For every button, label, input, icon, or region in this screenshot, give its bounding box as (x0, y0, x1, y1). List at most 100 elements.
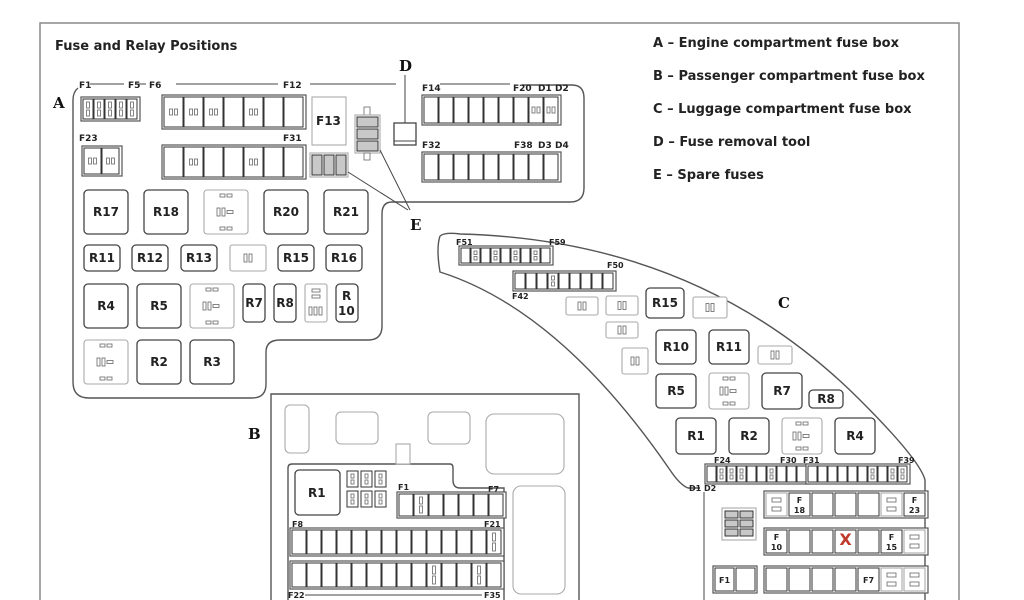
fuse-pin (719, 474, 724, 480)
a-f6-f12-cell (283, 96, 304, 128)
relay-a-r4-label: R4 (97, 299, 115, 313)
c-f24-f30-cell (766, 465, 777, 483)
a-f1-f5-cell (82, 98, 94, 120)
c-f51-f59-cell (460, 247, 471, 264)
pin (378, 499, 383, 505)
b-f1-f7-cell (428, 493, 444, 517)
socket-pin (212, 320, 219, 325)
b-f22-f35-cell (306, 562, 322, 588)
fuse-pin (493, 250, 498, 255)
label-c-d1d2: D1 D2 (689, 484, 716, 493)
relay-a-r4 (83, 283, 129, 329)
relay-a-r11-label: R11 (89, 251, 115, 265)
fuse-pin (86, 109, 90, 117)
relay-a-socket-3 (189, 283, 235, 329)
label-f31: F31 (283, 134, 302, 144)
relay-c-r15 (645, 287, 685, 319)
c-lower-cell (857, 567, 880, 592)
b-f8-f21-cell (471, 529, 487, 555)
socket-pin (795, 421, 802, 426)
a-f14-d2-cell (453, 96, 469, 124)
c-lower-cell (834, 567, 857, 592)
c-f31-f39-cell (897, 465, 908, 483)
relay-a-r20-label: R20 (273, 205, 299, 219)
c-f31-f39-cell (817, 465, 828, 483)
c-socket-3 (692, 296, 728, 319)
socket-pin (106, 376, 113, 381)
socket-pin (802, 434, 810, 438)
relay-c-r5 (655, 373, 697, 409)
fuse-pin (189, 108, 193, 116)
pin (617, 301, 622, 310)
spare-fuses-vertical (354, 106, 381, 161)
box-a-fuse-groups (80, 94, 307, 180)
pin (364, 493, 369, 499)
c-socket-6 (757, 345, 793, 365)
c-f24-f30-cell (796, 465, 807, 483)
label-d3: D3 (538, 141, 552, 151)
fuse-box-b: B R1 F1 F7 F8 F21 F22 F35 (248, 393, 580, 600)
legend-item-a: A – Engine compartment fuse box (653, 36, 900, 51)
relay-c-r1-label: R1 (687, 429, 705, 443)
c-f31-f39-cell (837, 465, 848, 483)
a-f6-f12-cell (243, 96, 264, 128)
socket-pin (99, 343, 106, 348)
c-f51-f59-cell (480, 247, 491, 264)
relay-a-r7-label: R7 (245, 296, 263, 310)
b-f8-f21-cell (366, 529, 382, 555)
c-fuse-f15-bottom: 15 (886, 543, 898, 552)
relay-a-r21-label: R21 (333, 205, 359, 219)
a-f23-cell (101, 147, 120, 175)
a-f14-d2-cell (543, 96, 559, 124)
c-f42-f50-cell (580, 272, 592, 290)
fuse-pin (900, 474, 905, 480)
c-spare-fuse (724, 528, 739, 537)
socket-pin (226, 193, 233, 198)
c-fuse-f10-top: F (774, 533, 779, 542)
pin (378, 473, 383, 479)
fuse-f13 (311, 96, 347, 146)
fuse-pin (189, 158, 193, 166)
c-f51-f59-cell (470, 247, 481, 264)
b-f22-f35-cell (471, 562, 487, 588)
c-fuse-f23-bottom: 23 (909, 506, 920, 515)
c-lower-cell (788, 567, 811, 592)
fuse-pin (249, 108, 253, 116)
b-f1-f7-cell (473, 493, 489, 517)
socket-pin (226, 226, 233, 231)
fuse-pin (249, 158, 253, 166)
page-title: Fuse and Relay Positions (55, 39, 238, 54)
a-f24-f31-cell (223, 146, 244, 178)
relay-a-r18 (143, 189, 189, 235)
c-f51-f59-cell (500, 247, 511, 264)
b-f1-f7-cell (443, 493, 459, 517)
c-lower-cell (880, 492, 903, 517)
pin (243, 253, 248, 263)
pin (771, 506, 782, 512)
c-lower-cell (811, 567, 834, 592)
b-f1-f7-cell (413, 493, 429, 517)
pin (705, 303, 710, 312)
b-f1-f7-cell (398, 493, 414, 517)
fuse-pin (477, 575, 481, 585)
spare-fuses-horizontal (309, 152, 349, 178)
c-fuse-f1 (714, 567, 735, 592)
relay-a-r7 (242, 283, 266, 323)
c-lower-cell (811, 492, 834, 517)
socket-pin (202, 301, 207, 311)
callout-b: B (248, 425, 261, 443)
pin (318, 306, 323, 316)
c-f31-f39-cell (887, 465, 898, 483)
box-c-fuse-groups (458, 245, 911, 485)
label-f13: F13 (316, 114, 341, 128)
c-spare-fuse (739, 528, 754, 537)
b-mini-fuse (360, 490, 373, 508)
c-f31-f39-cell (827, 465, 838, 483)
c-f51-f59-cell (510, 247, 521, 264)
pin (710, 303, 715, 312)
fuse-pin (890, 468, 895, 474)
a-f6-f12-cell (223, 96, 244, 128)
fuse-pin (493, 256, 498, 261)
fuse-pin (130, 101, 134, 109)
